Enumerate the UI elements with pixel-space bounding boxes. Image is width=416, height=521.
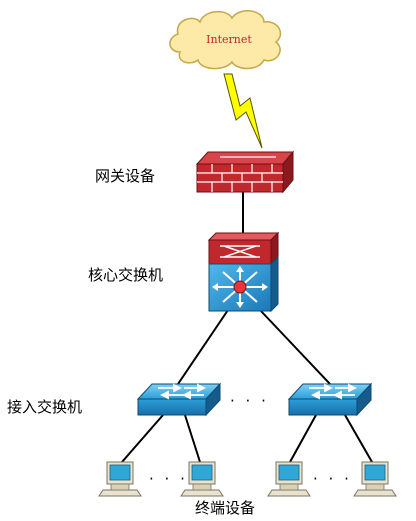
core-switch-label: 核心交换机: [88, 266, 164, 284]
link-access-left-pc1: [121, 414, 164, 463]
ellipsis-pcs-right: · · ·: [313, 470, 352, 488]
terminal-pc-icon: [353, 461, 397, 497]
link-access-left-pc2: [184, 414, 201, 463]
internet-label: Internet: [206, 33, 252, 46]
access-switch-label: 接入交换机: [7, 398, 83, 416]
terminal-pc-icon: [267, 461, 311, 497]
links: [121, 190, 373, 463]
core-switch-icon: [207, 231, 280, 313]
firewall-icon: [195, 150, 295, 194]
link-core-access-left: [177, 309, 229, 385]
internet-cloud-icon: [169, 10, 282, 70]
terminal-pc-icon: [98, 461, 142, 497]
ellipsis-access-switches: · · ·: [230, 392, 269, 410]
wan-link-bolt-icon: [223, 73, 263, 149]
access-switch-left-icon: [136, 382, 222, 417]
link-access-right-pc3: [289, 414, 317, 463]
gateway-label: 网关设备: [95, 167, 156, 185]
link-access-right-pc4: [344, 414, 373, 463]
link-core-access-right: [259, 309, 331, 385]
terminals-label: 终端设备: [195, 499, 256, 517]
access-switch-right-icon: [287, 382, 373, 417]
ellipsis-pcs-left: · · ·: [149, 470, 188, 488]
